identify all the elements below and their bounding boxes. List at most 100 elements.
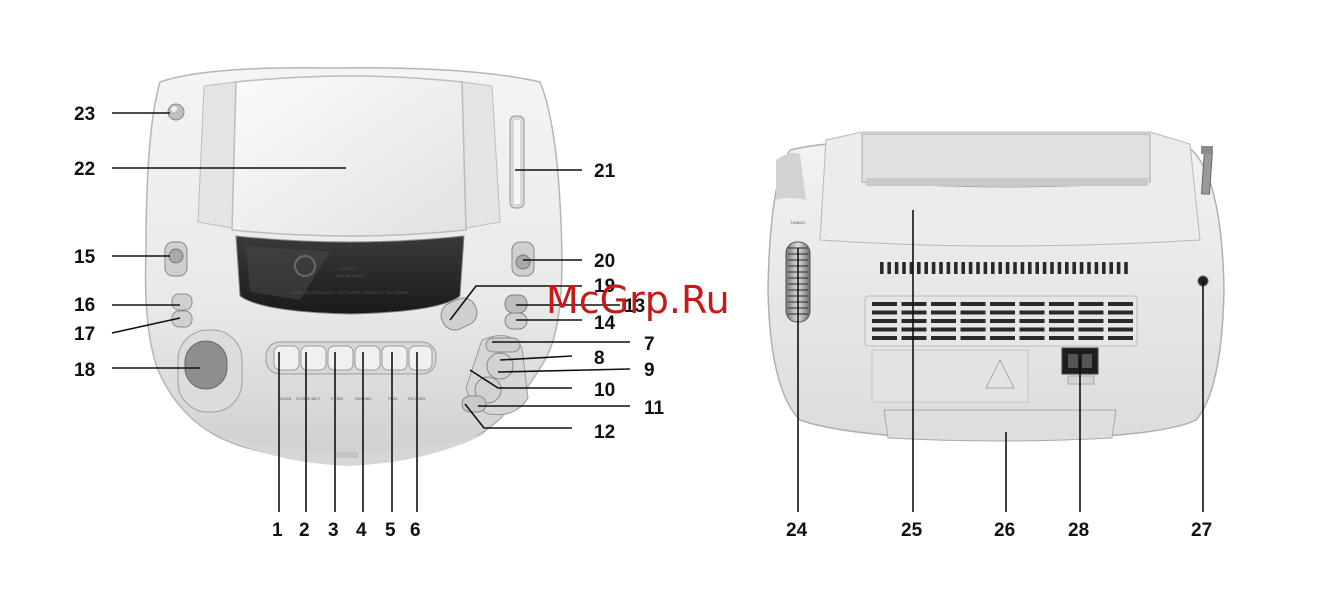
rear-top-ridge bbox=[866, 178, 1148, 186]
vent-slot bbox=[895, 262, 899, 274]
grille-slot bbox=[1020, 302, 1045, 306]
vent-slot bbox=[1072, 262, 1076, 274]
ac-socket-pin-right bbox=[1082, 354, 1092, 368]
rear-antenna-cap bbox=[1201, 146, 1213, 154]
grille-slot bbox=[1108, 302, 1133, 306]
callout-6: 6 bbox=[410, 520, 421, 541]
grille-slot bbox=[872, 328, 897, 332]
vent-slot bbox=[976, 262, 980, 274]
grille-slot bbox=[931, 302, 956, 306]
vent-slot bbox=[1006, 262, 1010, 274]
vent-slot bbox=[1035, 262, 1039, 274]
cd-text-3: AM/FM STEREO RADIO / CD PLAYER / CASSETT… bbox=[290, 290, 408, 295]
callout-20: 20 bbox=[594, 251, 615, 272]
callout-27: 27 bbox=[1191, 520, 1212, 541]
grille-slot bbox=[961, 311, 986, 315]
vent-slot bbox=[1028, 262, 1032, 274]
vent-slot bbox=[1065, 262, 1069, 274]
key-pause[interactable] bbox=[274, 346, 299, 370]
grille-slot bbox=[902, 302, 927, 306]
grille-slot bbox=[990, 302, 1015, 306]
grille-slot bbox=[1049, 311, 1074, 315]
callout-23: 23 bbox=[74, 104, 95, 125]
cd-lid bbox=[232, 76, 466, 236]
key-play[interactable] bbox=[382, 346, 407, 370]
grille-slot bbox=[990, 328, 1015, 332]
vent-slot bbox=[1058, 262, 1062, 274]
grille-slot bbox=[961, 319, 986, 323]
grille-slot bbox=[1020, 311, 1045, 315]
button-13[interactable] bbox=[505, 295, 527, 313]
key-rewind[interactable] bbox=[355, 346, 380, 370]
grille-slot bbox=[902, 336, 927, 340]
rear-view: TUNING bbox=[768, 132, 1224, 441]
bottom-slot bbox=[336, 452, 358, 458]
grille-slot bbox=[1049, 319, 1074, 323]
callout-15: 15 bbox=[74, 247, 96, 268]
grille-slot bbox=[961, 336, 986, 340]
callout-28: 28 bbox=[1068, 520, 1089, 541]
key-label-pause: PAUSE bbox=[278, 396, 292, 401]
cd-text-2: DIGITAL AUDIO bbox=[336, 273, 365, 278]
callout-11: 11 bbox=[644, 398, 665, 419]
vent-slot bbox=[984, 262, 988, 274]
grille-slot bbox=[990, 311, 1015, 315]
button-14[interactable] bbox=[505, 313, 527, 329]
grille-slot bbox=[902, 311, 927, 315]
vent-slot bbox=[961, 262, 965, 274]
callout-8: 8 bbox=[594, 348, 605, 369]
vent-slot bbox=[924, 262, 928, 274]
vent-slot bbox=[1043, 262, 1047, 274]
grille-slot bbox=[990, 319, 1015, 323]
callout-12: 12 bbox=[594, 422, 615, 443]
grille-slot bbox=[872, 319, 897, 323]
callout-25: 25 bbox=[901, 520, 923, 541]
button-16[interactable] bbox=[172, 294, 192, 310]
vent-slot bbox=[939, 262, 943, 274]
cd-text-1: COMPACT bbox=[338, 266, 358, 271]
vent-slot bbox=[954, 262, 958, 274]
grille-slot bbox=[1049, 302, 1074, 306]
grille-slot bbox=[931, 311, 956, 315]
grille-slot bbox=[1079, 302, 1104, 306]
grille-slot bbox=[1079, 319, 1104, 323]
watermark-text: McGrp.Ru bbox=[546, 278, 730, 322]
key-record[interactable] bbox=[409, 346, 432, 370]
key-ffwd[interactable] bbox=[328, 346, 353, 370]
left-panel-button[interactable] bbox=[185, 341, 227, 389]
antenna-stub bbox=[168, 104, 184, 120]
key-stop-eject[interactable] bbox=[301, 346, 326, 370]
grille-slot bbox=[872, 336, 897, 340]
vent-slot bbox=[1013, 262, 1017, 274]
vent-slot bbox=[917, 262, 921, 274]
grille-slot bbox=[1108, 336, 1133, 340]
callout-22: 22 bbox=[74, 159, 95, 180]
callout-18: 18 bbox=[74, 360, 95, 381]
vent-slot bbox=[947, 262, 951, 274]
function-switch-knob[interactable] bbox=[169, 249, 183, 263]
ac-socket-pin-left bbox=[1068, 354, 1078, 368]
key-label-ffwd: F.FWD bbox=[331, 396, 343, 401]
callout-17: 17 bbox=[74, 324, 95, 345]
vent-slot bbox=[1095, 262, 1099, 274]
grille-slot bbox=[1020, 328, 1045, 332]
vent-slot bbox=[932, 262, 936, 274]
vent-slot bbox=[902, 262, 906, 274]
button-7[interactable] bbox=[486, 338, 520, 352]
button-8-9[interactable] bbox=[487, 353, 513, 379]
grille-slot bbox=[1079, 336, 1104, 340]
vent-slot bbox=[1050, 262, 1054, 274]
callout-26: 26 bbox=[994, 520, 1015, 541]
grille-slot bbox=[931, 319, 956, 323]
grille-slot bbox=[931, 328, 956, 332]
vent-slot bbox=[1124, 262, 1128, 274]
grille-slot bbox=[1108, 319, 1133, 323]
callout-7: 7 bbox=[644, 334, 655, 355]
vent-slot bbox=[991, 262, 995, 274]
vent-slot bbox=[887, 262, 891, 274]
key-label-stop: STOP/EJECT bbox=[296, 396, 321, 401]
key-label-play: PLAY bbox=[388, 396, 398, 401]
callout-21: 21 bbox=[594, 161, 616, 182]
band-switch-knob[interactable] bbox=[516, 255, 530, 269]
grille-slot bbox=[872, 302, 897, 306]
